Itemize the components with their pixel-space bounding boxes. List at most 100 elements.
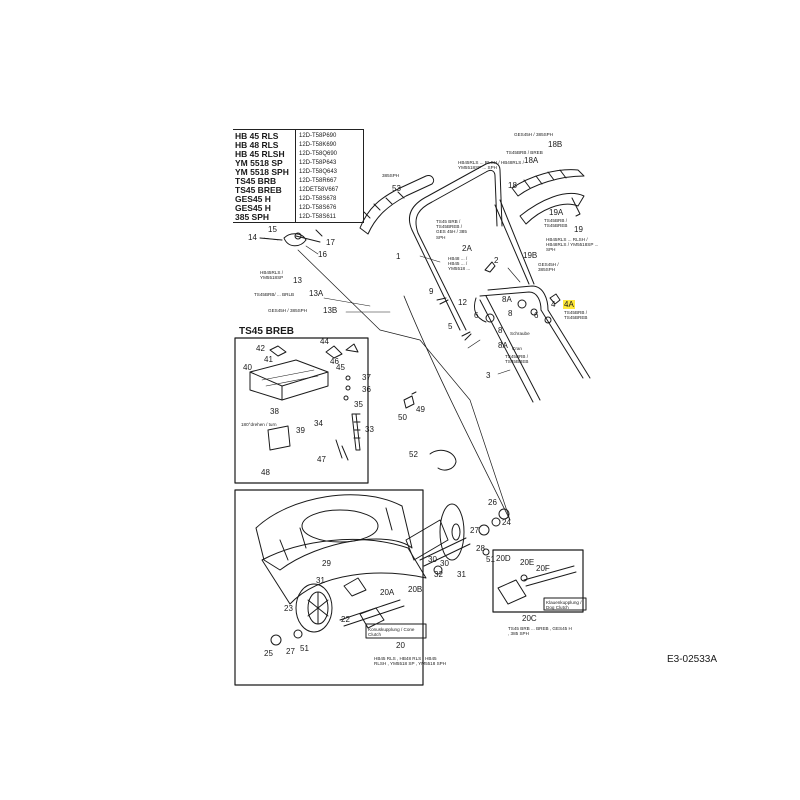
note-2a-models: HB48 ... / HB45 ... / YM5518 ... bbox=[448, 256, 471, 272]
callout: 4 bbox=[551, 300, 556, 309]
note-19-models: HB45RLS ... RLSH / HB48RLS / YM5518SP ..… bbox=[546, 237, 599, 253]
callout: 2 bbox=[494, 256, 499, 265]
table-row: YM 5518 SPH 12D-T58Q643 bbox=[233, 167, 363, 177]
callout: 14 bbox=[248, 233, 257, 242]
handle-assembly bbox=[359, 161, 591, 521]
callout: 16 bbox=[318, 250, 327, 259]
note-18-models: TS45BRB / BREB bbox=[506, 150, 543, 155]
note-cone-clutch: Konuskupplung / Cone Clutch bbox=[368, 627, 415, 638]
callout: 25 bbox=[264, 649, 273, 658]
note-18b-models: HB45RLS ... RLSH / HB48RLS / YM5518SP ..… bbox=[458, 160, 524, 171]
callout: 53 bbox=[392, 184, 401, 193]
callout: 19B bbox=[523, 251, 538, 260]
callout: 5 bbox=[448, 322, 453, 331]
inset-frame bbox=[234, 337, 369, 484]
callout: 20 bbox=[396, 641, 405, 650]
deck-frame bbox=[234, 489, 424, 686]
note-19a-models: TS45BRB / TS45BREB bbox=[544, 218, 568, 229]
throttle-assembly bbox=[259, 229, 511, 521]
inset-title: TS45 BREB bbox=[239, 326, 295, 337]
callout: 18 bbox=[508, 181, 517, 190]
model-code: 12D-T58R667 bbox=[299, 178, 337, 184]
callout: 20E bbox=[520, 558, 535, 567]
note-8a2: Cran bbox=[512, 346, 522, 351]
note-8a-screw: Schraube bbox=[510, 331, 530, 336]
callout: 52 bbox=[409, 450, 418, 459]
callout: 20D bbox=[496, 554, 511, 563]
model-code: 12D-T58S611 bbox=[299, 214, 336, 220]
callout: 24 bbox=[502, 518, 511, 527]
cone-clutch-box bbox=[365, 623, 427, 639]
callout: 51 bbox=[300, 644, 309, 653]
callout: 15 bbox=[268, 225, 277, 234]
dog-clutch-box bbox=[543, 597, 587, 611]
note-turn: 180°drehen / turn bbox=[241, 422, 277, 427]
callout: 38 bbox=[270, 407, 279, 416]
model-code: 12DET58V667 bbox=[299, 187, 339, 193]
callout: 22 bbox=[341, 615, 350, 624]
callout: 20F bbox=[536, 564, 550, 573]
note-8a2-models: TS45BRB / TS45BREB bbox=[505, 354, 529, 365]
callout: 19A bbox=[549, 208, 564, 217]
callout: 26 bbox=[488, 498, 497, 507]
clip-52 bbox=[429, 449, 457, 471]
callout: 1 bbox=[396, 252, 401, 261]
callout: 42 bbox=[256, 344, 265, 353]
note-dog-models: TS45 BRB ... BREB , GES45 H , 385 SPH bbox=[508, 626, 572, 637]
model-name: HB 45 RLSH bbox=[235, 149, 285, 159]
screw-49 bbox=[403, 391, 417, 409]
note-13-models: HB45RLS / YM5518SP bbox=[260, 270, 284, 281]
model-code: 12D-T58Q643 bbox=[299, 169, 338, 175]
model-name: TS45 BRB bbox=[235, 176, 277, 186]
model-name: YM 5518 SP bbox=[235, 158, 283, 168]
callout: 31 bbox=[316, 576, 325, 585]
note-53-models: 385SPH bbox=[382, 173, 400, 178]
callout: 27 bbox=[286, 647, 295, 656]
callout: 13B bbox=[323, 306, 338, 315]
table-row: YM 5518 SP 12D-T58P643 bbox=[233, 158, 363, 168]
callout: 46 bbox=[330, 357, 339, 366]
note-top-models: GES45H / 385SPH bbox=[514, 132, 554, 137]
callout: 34 bbox=[314, 419, 323, 428]
callout: 18B bbox=[548, 140, 563, 149]
table-row: HB 45 RLS 12D-T58P690 bbox=[233, 131, 363, 141]
model-code: 12D-T58P643 bbox=[299, 160, 337, 166]
model-name: HB 48 RLS bbox=[235, 140, 279, 150]
note-13a-models: TS45BRB/ ... BRLB bbox=[254, 292, 295, 297]
callout: 6 bbox=[534, 311, 539, 320]
callout: 32 bbox=[434, 570, 443, 579]
model-name: HB 45 RLS bbox=[235, 131, 279, 141]
callout: 3 bbox=[486, 371, 491, 380]
table-row: TS45 BRB 12D-T58R667 bbox=[233, 176, 363, 186]
callout: 8 bbox=[498, 326, 503, 335]
table-divider bbox=[295, 130, 296, 222]
callout-highlighted: 4A bbox=[563, 300, 575, 309]
callout: 9 bbox=[429, 287, 434, 296]
callout: 45 bbox=[336, 363, 345, 372]
right-wheel-parts bbox=[270, 503, 510, 646]
callout: 13A bbox=[309, 289, 324, 298]
model-code: 12D-T58S676 bbox=[299, 205, 337, 211]
callout: 31 bbox=[457, 570, 466, 579]
callout: 8 bbox=[508, 309, 513, 318]
callout: 35 bbox=[354, 400, 363, 409]
model-name: YM 5518 SPH bbox=[235, 167, 289, 177]
model-name: GES45 H bbox=[235, 203, 271, 213]
clutch-parts bbox=[497, 565, 577, 605]
inset-battery-parts bbox=[249, 343, 361, 461]
callout: 28 bbox=[476, 544, 485, 553]
callout: 8A bbox=[498, 341, 508, 350]
model-code: 12D-T58P690 bbox=[299, 133, 337, 139]
note-4a-models: TS45BRB / TS45BREB bbox=[564, 310, 588, 321]
callout: 17 bbox=[326, 238, 335, 247]
callout: 18A bbox=[524, 156, 539, 165]
callout: 23 bbox=[284, 604, 293, 613]
model-code: 12D-T58K690 bbox=[299, 142, 337, 148]
clutch-frame bbox=[492, 549, 584, 613]
callout: 47 bbox=[317, 455, 326, 464]
table-row: GES45 H 12D-T58S676 bbox=[233, 203, 363, 213]
